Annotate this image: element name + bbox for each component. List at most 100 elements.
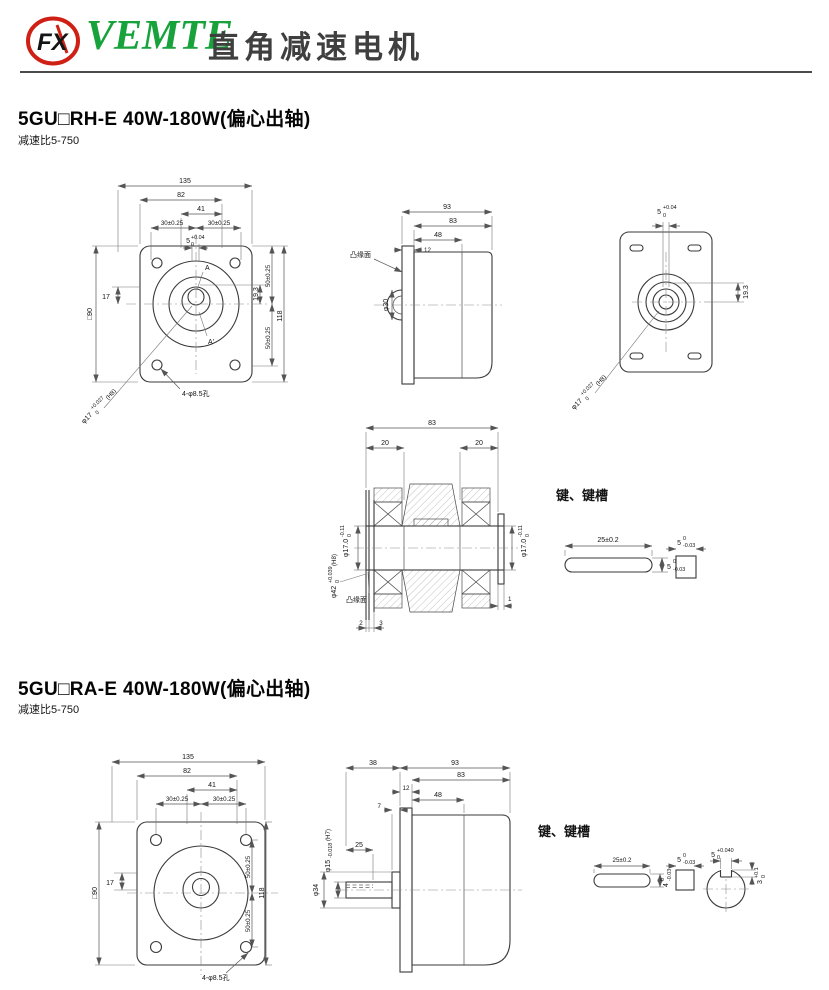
dim-slot-d-group: 3 +0.1 0 xyxy=(754,867,767,884)
label-shaft-left: φ17.0 -0.11 0 xyxy=(340,525,353,557)
logo-text: FX xyxy=(37,29,70,56)
dim-5: 5 xyxy=(186,238,190,245)
ra-front-view: 135 82 41 30±0.25 30±0.25 17 □90 50±0.25… xyxy=(92,754,278,982)
dim-20b: 20 xyxy=(475,440,483,447)
label-flange-face: 凸缘面 xyxy=(350,250,371,259)
shaft-fit: (H8) xyxy=(595,374,608,387)
shaft-sub: 0 xyxy=(95,410,101,416)
dim-5-sup: +0.04 xyxy=(191,235,205,241)
dim-slot-width-sub: 0 xyxy=(717,855,720,861)
dim-key-length: 25±0.2 xyxy=(597,537,618,544)
dim-90sq: □90 xyxy=(87,308,94,320)
dim-30b: 30±0.25 xyxy=(208,220,231,227)
dim-2: 2 xyxy=(359,620,363,627)
dim-82: 82 xyxy=(177,192,185,199)
ra-side-view: 25 φ15 -0.018 (H7) φ34 38 93 83 12 xyxy=(313,760,522,973)
dim-17: 17 xyxy=(102,294,110,301)
dim-82: 82 xyxy=(183,768,191,775)
dim-50b: 50±0.25 xyxy=(245,909,252,932)
dim-key-length: 25±0.2 xyxy=(613,857,632,864)
dim-135: 135 xyxy=(179,178,191,185)
dim-key-width-sub: -0.03 xyxy=(683,543,695,549)
label-flange-face: 凸缘面 xyxy=(346,595,367,604)
section2-ratio: 减速比5-750 xyxy=(18,704,80,716)
rh-side-view: 凸缘面 φ30 93 83 48 12 xyxy=(350,204,502,385)
shaft-sup: +0.027 xyxy=(90,395,106,411)
dim-48: 48 xyxy=(434,792,442,799)
dim-slot-d: 3 xyxy=(757,880,764,884)
dim-key-width-sup: 0 xyxy=(683,853,686,859)
dim-slot-d-sup: +0.1 xyxy=(754,867,760,878)
header-divider xyxy=(20,71,812,73)
shaft-dia: φ17 xyxy=(570,398,584,412)
dim-90sq: □90 xyxy=(92,887,99,899)
dia-right: φ17.0 xyxy=(521,539,528,557)
logo: FX xyxy=(26,15,80,67)
hub-dia: φ42 xyxy=(331,586,338,598)
label-shaft-bore: φ17 +0.027 0 (H8) xyxy=(570,374,608,412)
rh-rear-view: 5 +0.04 0 19.3 φ17 +0.027 0 (H8) xyxy=(570,205,750,412)
hub-sup: +0.039 xyxy=(328,566,334,583)
label-hub-bore: φ42 +0.039 0 (H8) xyxy=(328,554,341,598)
dim-93: 93 xyxy=(443,204,451,211)
dim-38: 38 xyxy=(369,760,377,767)
dia-left: φ17.0 xyxy=(343,539,350,557)
shaft-tol: -0.018 xyxy=(328,843,334,858)
dim-50a: 50±0.25 xyxy=(265,264,272,287)
dim-5: 5 xyxy=(657,209,661,216)
label-shaft-bore: φ17 +0.027 0 (H8) xyxy=(80,388,118,425)
logo-stroke xyxy=(55,24,69,54)
dim-83: 83 xyxy=(449,218,457,225)
dim-key-width-sub: -0.03 xyxy=(683,860,695,866)
dim-slot-depth-sup: 0 xyxy=(673,559,676,565)
dim-41: 41 xyxy=(197,206,205,213)
keyway-title: 键、键槽 xyxy=(537,824,590,839)
label-a: A xyxy=(205,265,210,272)
logo-graphic: FX xyxy=(26,16,80,66)
dim-48: 48 xyxy=(434,232,442,239)
dim-93: 93 xyxy=(451,760,459,767)
dim-30a: 30±0.25 xyxy=(166,796,189,803)
dim-118: 118 xyxy=(277,310,284,321)
dim-key-width-sup: 0 xyxy=(683,536,686,542)
dim-12: 12 xyxy=(403,785,410,792)
dim-20a: 20 xyxy=(381,440,389,447)
label-a-prime: A' xyxy=(208,339,214,346)
hub-fit: (H8) xyxy=(331,554,338,566)
dim-83: 83 xyxy=(428,420,436,427)
dim-30a: 30±0.25 xyxy=(161,220,184,227)
dim-slot-depth-sup: 0 xyxy=(660,878,666,881)
dim-slot-depth-group: 4 0 -0.03 xyxy=(660,869,673,887)
dim-12: 12 xyxy=(424,247,431,254)
dim-slot-depth: 5 xyxy=(667,564,671,571)
dim-19-3: 19.3 xyxy=(743,285,750,299)
brand-name: VEMTE xyxy=(86,13,234,59)
dim-135: 135 xyxy=(182,754,194,761)
dim-5-sub: 0 xyxy=(663,213,666,219)
dim-slot-d-sub: 0 xyxy=(761,875,767,878)
dim-3: 3 xyxy=(379,620,383,627)
dim-slot-depth: 4 xyxy=(663,883,670,887)
label-shaft-right: φ17.0 -0.11 0 xyxy=(518,525,531,557)
dia-right-sub: 0 xyxy=(525,534,531,537)
dim-7: 7 xyxy=(378,803,382,810)
dia-left-sub: 0 xyxy=(347,534,353,537)
section1-title: 5GU□RH-E 40W-180W(偏心出轴) xyxy=(18,109,311,130)
dim-17: 17 xyxy=(106,880,114,887)
dim-key-width: 5 xyxy=(677,857,681,864)
header-subtitle: 直角减速电机 xyxy=(208,30,424,65)
dim-50b: 50±0.25 xyxy=(265,326,272,349)
label-holes: 4-φ8.5孔 xyxy=(202,974,230,982)
dim-1: 1 xyxy=(508,596,512,603)
shaft-fit: (H7) xyxy=(325,829,332,841)
dim-key-width: 5 xyxy=(677,540,681,547)
shaft-fit: (H8) xyxy=(105,388,118,401)
hub-sub: 0 xyxy=(335,580,341,583)
dim-5-sub: 0 xyxy=(191,242,194,248)
rh-cross-section: 83 20 20 φ17.0 -0.11 0 φ42 +0.039 0 (H8) xyxy=(328,420,531,632)
dim-19-3: 19.3 xyxy=(253,287,260,301)
section2-title: 5GU□RA-E 40W-180W(偏心出轴) xyxy=(18,679,311,700)
dim-slot-width: 5 xyxy=(711,852,715,859)
dim-phi34: φ34 xyxy=(313,884,320,896)
